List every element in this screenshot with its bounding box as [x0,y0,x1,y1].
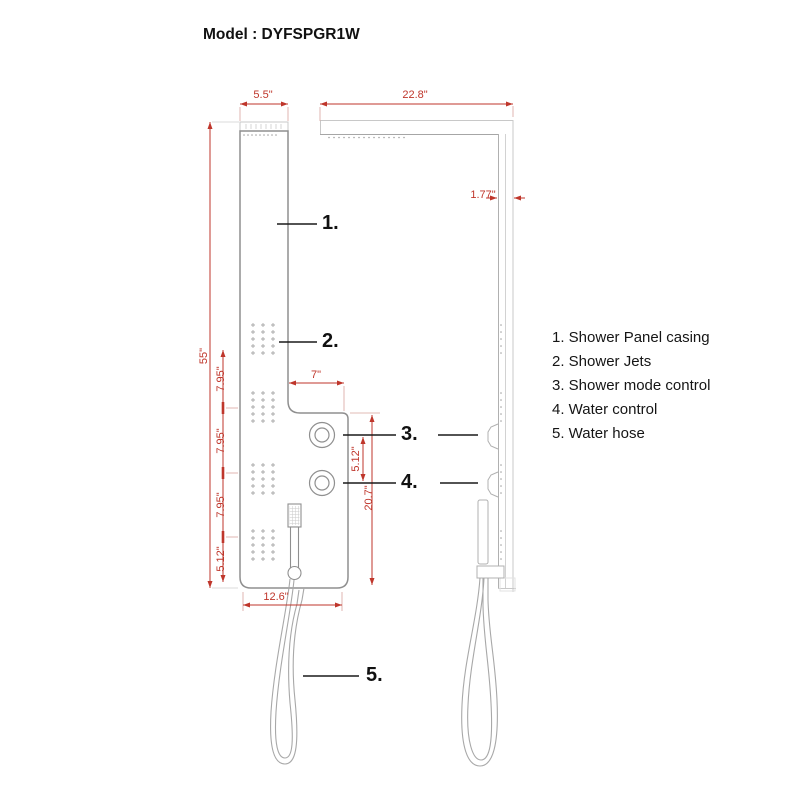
water-control-knob-side [487,471,499,498]
dim-top-width-label: 5.5" [253,89,273,101]
panel-side-profile [498,120,516,592]
callout-3: 3. [401,423,418,445]
front-view [239,121,349,765]
side-view [320,120,516,767]
callout-1: 1. [322,212,339,234]
callout-4: 4. [401,471,418,493]
callout-5: 5. [366,664,383,686]
callout-2: 2. [322,330,339,352]
dim-lower-height-label: 20.7" [363,485,375,511]
water-hose-side [461,577,498,767]
dim-jet-spacing-3-label: 7.95" [215,492,227,518]
callout-lines [277,223,478,677]
dim-height-label: 55" [198,347,210,365]
hand-shower-bracket-side [476,565,505,579]
rain-head-front [239,121,289,132]
dimension-lines [207,101,525,611]
hand-shower-side [477,499,489,565]
water-hose-front [270,578,305,765]
dim-jet-chain [220,350,226,582]
water-control-knob [308,469,336,497]
dim-bottom-width-label: 12.6" [263,591,289,603]
legend: 1. Shower Panel casing 2. Shower Jets 3.… [552,326,710,446]
legend-item-water-hose: 5. Water hose [552,425,645,442]
mode-control-knob-side [487,423,499,450]
dim-knob-spacing-label: 5.12" [350,446,362,472]
legend-item-water-control: 4. Water control [552,401,658,418]
dim-control-inset-label: 7" [310,369,322,381]
dim-jet-spacing-bottom-label: 5.12" [215,546,227,572]
legend-item-shower-mode-control: 3. Shower mode control [552,377,711,394]
shower-arm [320,120,513,135]
dim-jet-spacing-1-label: 7.95" [215,366,227,392]
legend-item-shower-jets: 2. Shower Jets [552,353,652,370]
hand-shower-front [287,503,302,581]
dim-thickness-label: 1.77" [470,189,496,201]
legend-item-panel-casing: 1. Shower Panel casing [552,329,710,346]
model-title: Model : DYFSPGR1W [203,26,360,43]
dim-jet-spacing-2-label: 7.95" [215,428,227,454]
dim-arm-length-label: 22.8" [402,89,428,101]
extension-lines [212,106,514,611]
mode-control-knob [308,421,336,449]
